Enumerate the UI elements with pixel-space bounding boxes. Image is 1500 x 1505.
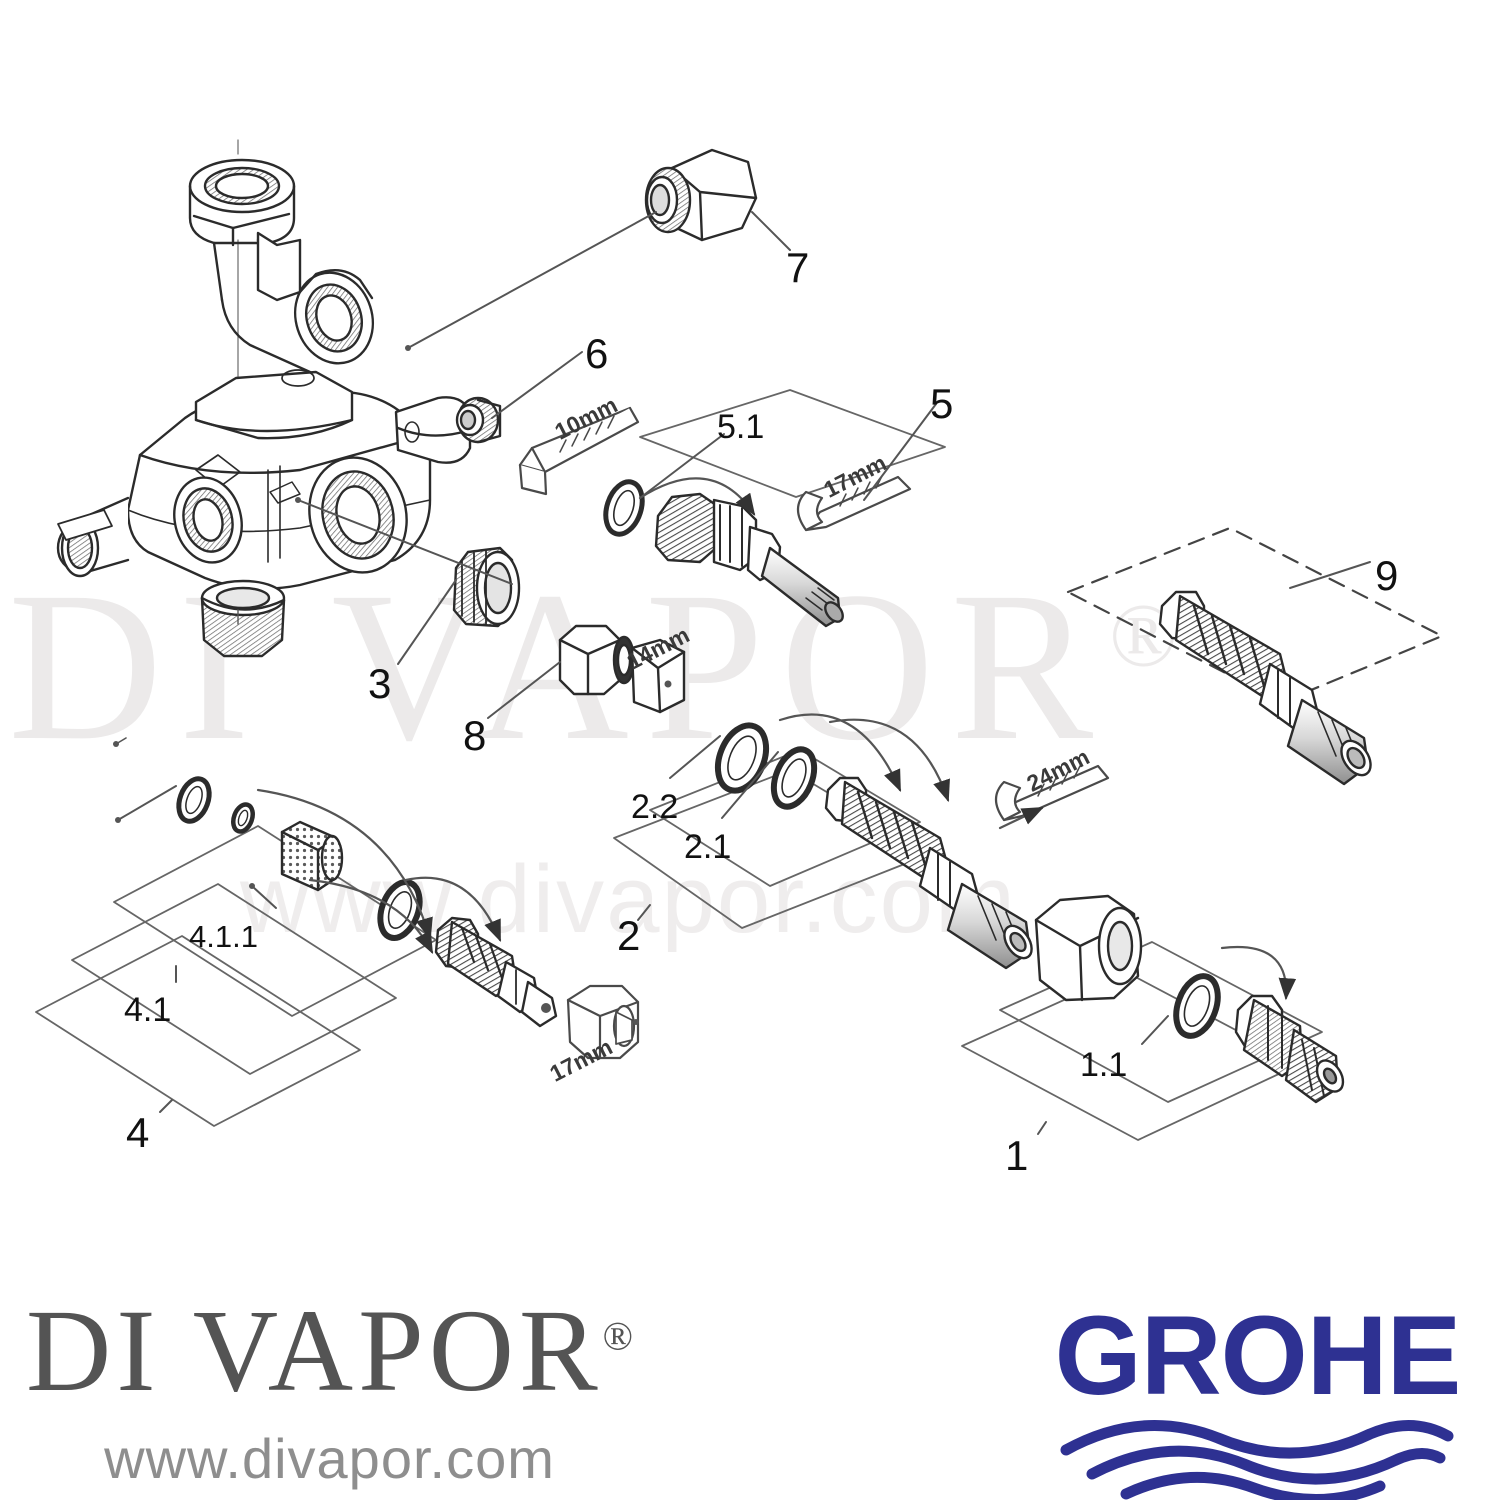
group-9-bracket: [1066, 526, 1444, 704]
tool-hex-socket-17mm: [566, 984, 640, 1060]
part-number-9: 9: [1375, 552, 1399, 599]
part-2-thermostatic-cartridge: [778, 713, 1033, 970]
part-1-1-oring: [1173, 973, 1221, 1039]
part-4-filter-mesh: [280, 820, 344, 892]
part-number-2-2: 2.2: [631, 788, 679, 826]
grohe-wordmark: GROHE: [1054, 1293, 1462, 1418]
exploded-parts-drawing: [35, 139, 1444, 1141]
part-1-nut: [1034, 894, 1143, 1002]
grohe-logo: GROHE: [1030, 1300, 1485, 1505]
part-2-1-oring: [770, 746, 818, 810]
part-number-2-1: 2.1: [684, 828, 732, 866]
part-4-check-valve: [256, 788, 558, 1028]
part-1-check-valve: [1220, 945, 1345, 1104]
part-number-7: 7: [786, 244, 810, 291]
part-5-stem-cartridge: [638, 477, 844, 628]
part-number-1-1: 1.1: [1080, 1046, 1128, 1084]
watermark-url: www.divapor.com: [240, 846, 1017, 953]
group-5-bracket: [639, 389, 946, 498]
tool-spanner-17mm: [796, 475, 912, 532]
divapor-logo: DI VAPOR® www.divapor.com: [26, 1292, 633, 1491]
part-5-1-oring: [603, 479, 645, 537]
part-number-8: 8: [463, 712, 487, 759]
divapor-name: DI VAPOR: [26, 1285, 603, 1416]
part-2-2-oring: [714, 722, 770, 794]
tool-spanner-24mm: [994, 764, 1110, 830]
part-number-4-1-1: 4.1.1: [189, 919, 258, 954]
part-number-4-1: 4.1: [124, 991, 172, 1029]
part-number-6: 6: [585, 330, 609, 377]
tool-allen-key-10mm: [518, 406, 640, 496]
part-4-1-1-orings: [176, 776, 255, 834]
part-number-3: 3: [368, 660, 392, 707]
grohe-waves-icon: [1060, 1420, 1454, 1505]
divapor-wordmark: DI VAPOR®: [26, 1292, 633, 1410]
part-8-socket: [558, 624, 686, 714]
part-number-4: 4: [126, 1109, 150, 1156]
part-3-bushing: [452, 546, 521, 628]
part-4-oring-large: [377, 879, 423, 941]
leader-dots: [113, 345, 411, 889]
part-7-hex-plug: [644, 148, 758, 242]
divapor-registered-icon: ®: [602, 1313, 634, 1359]
part-6-plug: [455, 396, 502, 444]
part-number-1: 1: [1005, 1132, 1029, 1179]
watermark-brand-text: DI VAPOR: [8, 548, 1110, 785]
leader-lines: [115, 211, 1371, 1135]
part-number-5-1: 5.1: [717, 408, 765, 446]
part-9-thermostatic-cartridge: [1158, 590, 1372, 786]
valve-body-group: [56, 139, 472, 658]
part-number-2: 2: [617, 912, 641, 959]
divapor-url: www.divapor.com: [104, 1427, 555, 1490]
part-number-5: 5: [930, 380, 954, 427]
group-4-bracket: [35, 825, 437, 1127]
